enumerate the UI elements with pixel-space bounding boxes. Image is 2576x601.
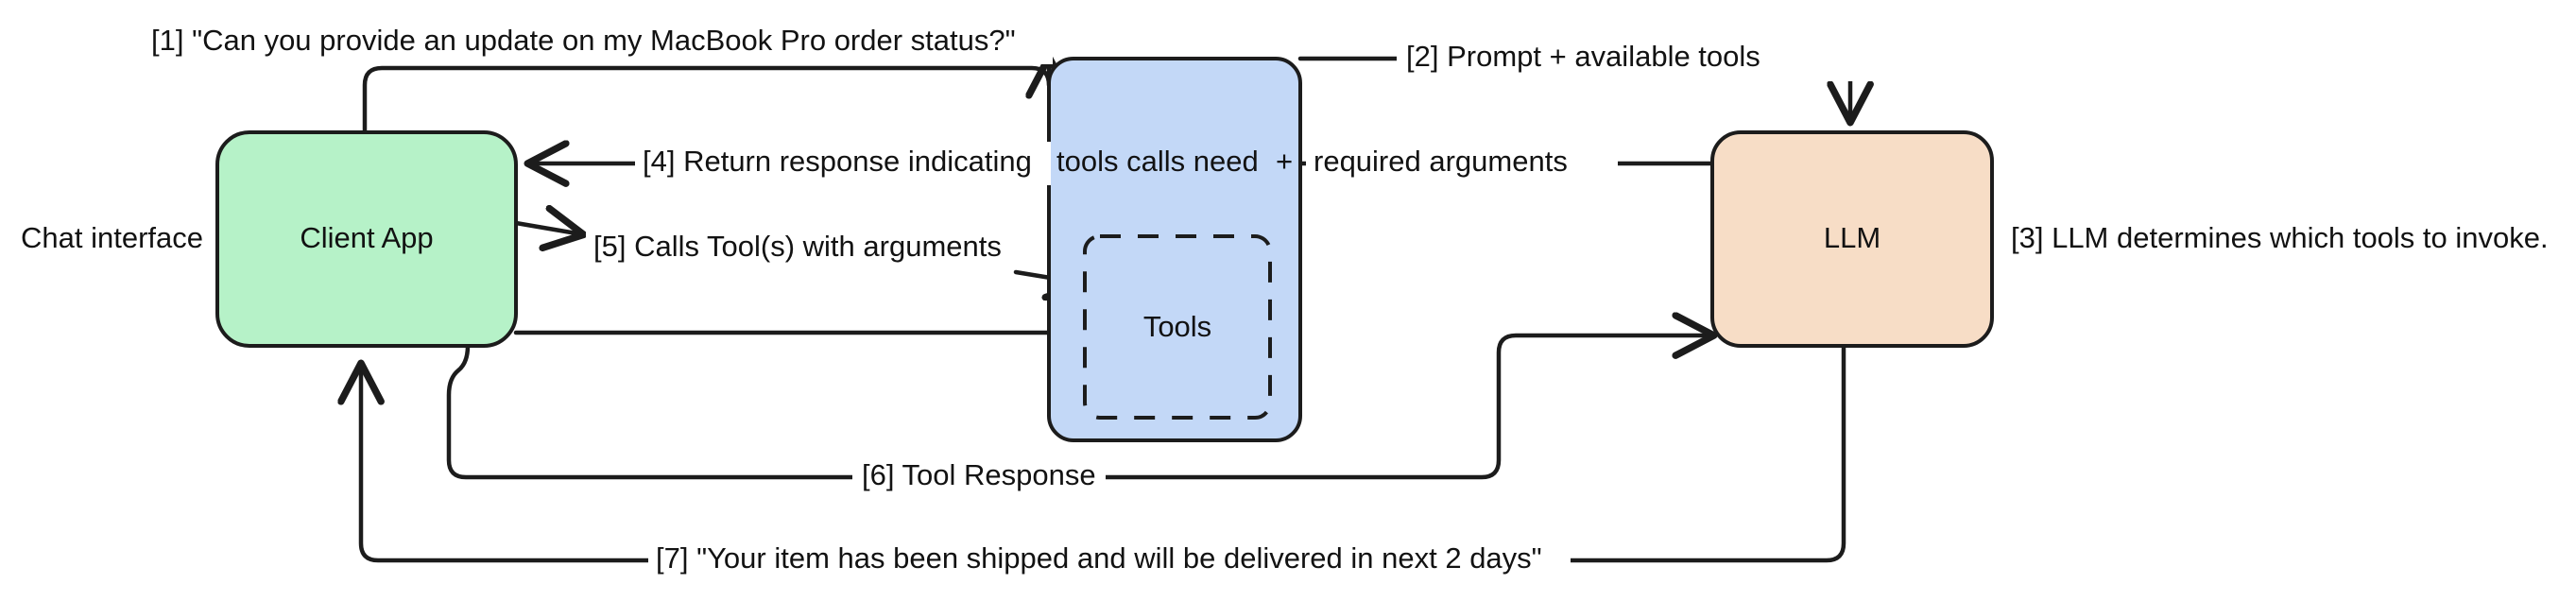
edge-1-label-bg xyxy=(144,21,1053,64)
edge-5-path xyxy=(513,223,582,234)
edge-2-label-bg xyxy=(1397,38,1956,81)
edge-4a-label-bg xyxy=(635,142,1051,185)
tools-shape xyxy=(1083,234,1272,420)
edge-6-path xyxy=(446,335,1712,480)
edge-5-label-bg xyxy=(586,227,1011,270)
edge-6-label: [6] Tool Response xyxy=(862,458,1096,491)
edge-4a-label: [4] Return response indicating xyxy=(643,145,1032,178)
edge-5-label: [5] Calls Tool(s) with arguments xyxy=(593,230,1002,263)
tools-container-shape xyxy=(1047,57,1302,442)
node-llm[interactable]: LLM xyxy=(1710,130,1994,348)
client-app-label: Client App xyxy=(300,221,433,254)
llm-label: LLM xyxy=(1824,221,1880,254)
llm-shape xyxy=(1710,130,1994,348)
edge-6-label-bg xyxy=(852,455,1106,499)
tools-label: Tools xyxy=(1143,310,1211,343)
client-app-shape xyxy=(215,130,518,348)
edge-1-label: [1] "Can you provide an update on my Mac… xyxy=(151,24,1016,57)
edge-4c-label: + xyxy=(1276,145,1293,178)
edge-4d-label-bg xyxy=(1306,142,1618,185)
node-client-app[interactable]: Client App xyxy=(215,130,518,348)
edge-4d-label: required arguments xyxy=(1314,145,1568,178)
edge-1-path xyxy=(362,59,1049,135)
node-tools-container[interactable] xyxy=(1047,57,1302,442)
llm-determines-note: [3] LLM determines which tools to invoke… xyxy=(2011,221,2549,254)
edge-2-label: [2] Prompt + available tools xyxy=(1406,40,1760,73)
chat-interface-note: Chat interface xyxy=(21,221,203,254)
node-tools[interactable]: Tools xyxy=(1083,234,1272,420)
edge-7-label-bg xyxy=(648,539,1571,582)
edge-4b-label: tools calls need xyxy=(1056,145,1259,178)
edge-7-label: [7] "Your item has been shipped and will… xyxy=(656,541,1542,575)
